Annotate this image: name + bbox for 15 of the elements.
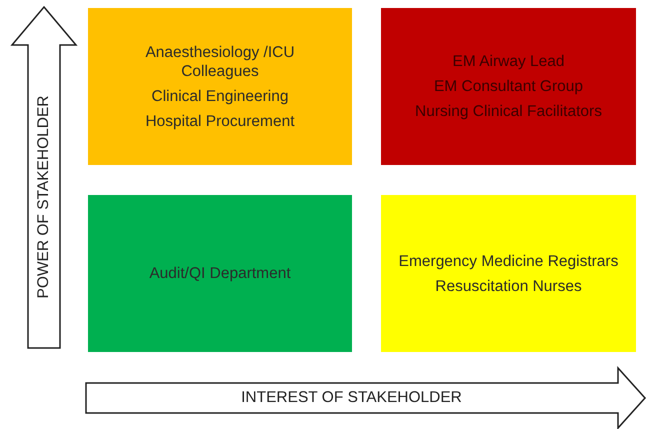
stakeholder-label: Anaesthesiology /ICU Colleagues: [144, 42, 296, 80]
stakeholder-label: Resuscitation Nurses: [435, 276, 582, 296]
stakeholder-label: Nursing Clinical Facilitators: [415, 102, 602, 121]
stakeholder-label: Audit/QI Department: [149, 264, 291, 283]
stakeholder-label: Hospital Procurement: [145, 112, 295, 130]
quadrant-box: [381, 8, 636, 165]
stakeholder-label: EM Airway Lead: [452, 52, 564, 71]
quadrant-box: [381, 195, 636, 352]
axis-label: INTEREST OF STAKEHOLDER: [241, 389, 462, 407]
stakeholder-label: Clinical Engineering: [152, 86, 288, 106]
stakeholder-label: Emergency Medicine Registrars: [398, 252, 618, 270]
quadrant-box: [88, 195, 352, 352]
quadrant-box: [88, 8, 352, 165]
stakeholder-label: EM Consultant Group: [434, 77, 584, 96]
axis-label: POWER OF STAKEHOLDER: [35, 96, 53, 298]
